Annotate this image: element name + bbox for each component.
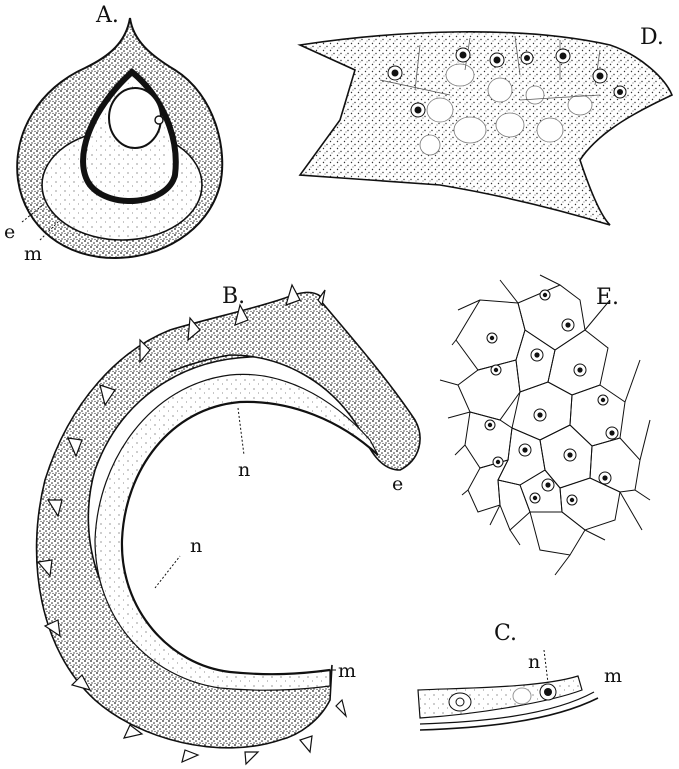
figure-c-title: C. (494, 621, 517, 646)
figure-b-leader-n-upper (238, 408, 244, 455)
figure-c-vacuole-left-dot (456, 698, 464, 706)
figure-b-title: B. (222, 284, 245, 309)
figure-c-vacuole-middle (513, 688, 531, 704)
figure-e-title: E. (596, 285, 619, 310)
figure-a-central-cavity (109, 88, 161, 148)
figure-e-nuclei (485, 290, 618, 505)
figure-c-leader-n (544, 650, 548, 683)
figure-b-leader-n-lower (155, 556, 180, 588)
figure-b-label-m: m (338, 660, 356, 682)
figure-a-label-m: m (24, 243, 42, 265)
figure-b-label-n-lower: n (190, 535, 202, 557)
figure-a: A. e m (4, 3, 222, 265)
figure-e-cell-network (440, 275, 650, 575)
figure-d-title: D. (640, 25, 664, 50)
figure-b-inner-membrane (122, 402, 378, 674)
figure-c-label-m: m (604, 665, 622, 687)
figure-c: C. n m (418, 621, 622, 730)
figure-a-nucleus (155, 116, 163, 124)
figure-b: B. n n e m (37, 284, 420, 764)
figure-c-cell-strip (418, 676, 582, 718)
figure-e: E. (440, 275, 650, 575)
figure-c-label-n: n (528, 651, 540, 673)
figure-a-label-e: e (4, 221, 15, 243)
figure-b-label-n-upper: n (238, 459, 250, 481)
figure-d: D. (300, 25, 672, 225)
figure-a-title: A. (95, 3, 119, 28)
figure-b-mesoderm-band (95, 374, 378, 690)
figure-b-label-e: e (392, 473, 403, 495)
figure-c-nucleus-core (544, 688, 552, 696)
